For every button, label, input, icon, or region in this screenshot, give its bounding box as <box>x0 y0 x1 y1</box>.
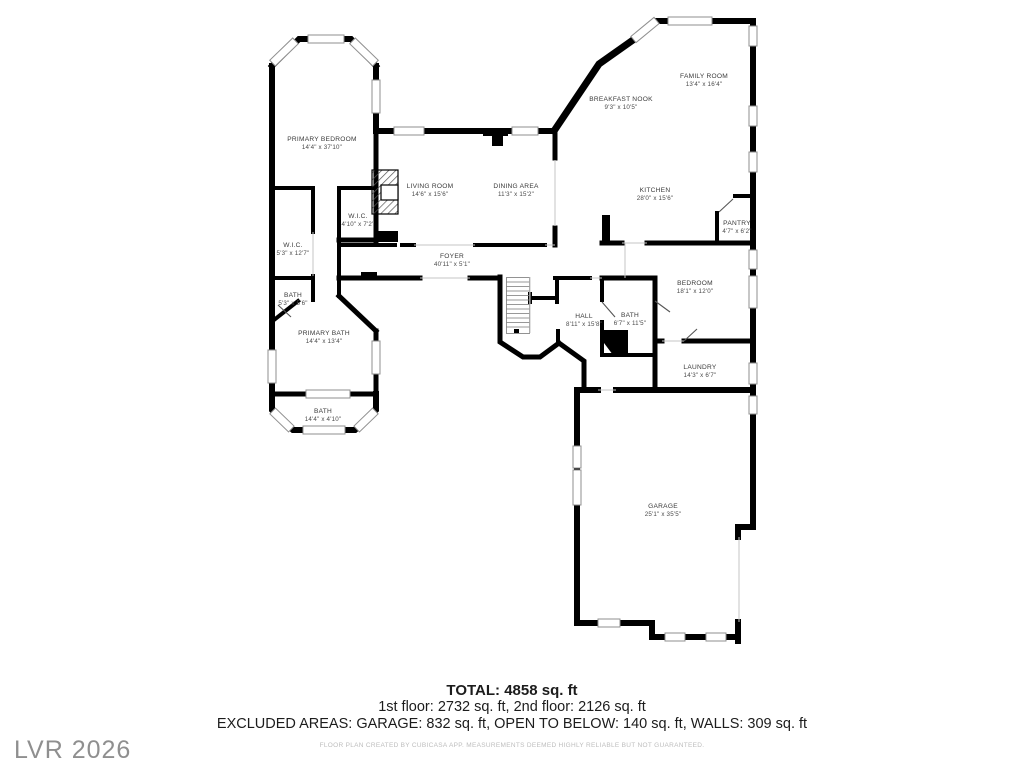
room-label-breakfast-nook: BREAKFAST NOOK <box>589 96 653 103</box>
room-label-kitchen: KITCHEN <box>640 187 671 194</box>
floor-areas: 1st floor: 2732 sq. ft, 2nd floor: 2126 … <box>378 699 646 715</box>
wic-thick-wall <box>374 231 398 242</box>
room-label-living-room: LIVING ROOM <box>407 183 454 190</box>
room-label-hall: HALL <box>575 313 593 320</box>
chimney-stem <box>492 135 503 146</box>
wall-garage-notch <box>735 524 756 540</box>
wall-primarybath-diag <box>335 292 380 335</box>
room-dims-wic-large: 5'3" x 12'7" <box>277 250 310 257</box>
door-swings <box>277 198 734 342</box>
window <box>748 275 758 309</box>
window <box>511 126 539 136</box>
room-dims-family-room: 13'4" x 16'4" <box>686 81 723 88</box>
kitchen-wall-stub <box>602 215 610 243</box>
window <box>307 34 345 44</box>
door-header <box>361 272 377 278</box>
room-label-bath-small: BATH <box>284 292 302 299</box>
room-dims-pantry: 4'7" x 6'2" <box>722 228 751 235</box>
room-dims-garage: 25'1" x 35'5" <box>645 511 682 518</box>
window <box>597 618 621 628</box>
room-dims-hall: 8'11" x 15'8" <box>566 321 602 328</box>
total-area: TOTAL: 4858 sq. ft <box>446 682 578 699</box>
excluded-areas: EXCLUDED AREAS: GARAGE: 832 sq. ft, OPEN… <box>216 716 808 732</box>
window <box>269 407 295 433</box>
window <box>267 349 277 384</box>
room-label-foyer: FOYER <box>440 253 464 260</box>
disclaimer-text: FLOOR PLAN CREATED BY CUBICASA APP. MEAS… <box>319 742 705 749</box>
window <box>667 16 713 26</box>
window <box>572 469 582 506</box>
opening-lines <box>312 160 740 622</box>
wall-stair-bay <box>497 274 587 393</box>
door-pantry <box>718 198 734 213</box>
window <box>664 632 686 642</box>
room-label-primary-bedroom: PRIMARY BEDROOM <box>287 136 356 143</box>
room-dims-bath-hall: 6'7" x 11'5" <box>614 320 646 327</box>
window <box>353 407 379 433</box>
room-label-bath-bay: BATH <box>314 408 332 415</box>
window <box>748 25 758 47</box>
wall-pantry <box>715 194 755 245</box>
room-label-bath-hall: BATH <box>621 312 639 319</box>
room-label-laundry: LAUNDRY <box>683 364 716 371</box>
room-dims-laundry: 14'3" x 6'7" <box>684 372 717 379</box>
room-labels: PRIMARY BEDROOM 14'4" x 37'10" W.I.C. 4'… <box>277 73 752 518</box>
window <box>305 389 351 399</box>
wall-nook-diagonal <box>549 35 638 136</box>
room-dims-living-room: 14'6" x 15'6" <box>412 191 449 198</box>
chimney-top <box>483 128 508 136</box>
room-dims-wic-small: 4'10" x 7'2" <box>342 221 375 228</box>
room-dims-dining-area: 11'3" x 15'2" <box>498 191 534 198</box>
windows <box>267 16 758 642</box>
area-summary: TOTAL: 4858 sq. ft 1st floor: 2732 sq. f… <box>0 682 1024 733</box>
watermark-text: LVR 2026 <box>14 736 132 764</box>
room-dims-kitchen: 28'0" x 15'6" <box>637 195 674 202</box>
room-dims-foyer: 40'11" x 5'1" <box>434 261 470 268</box>
window <box>349 37 379 67</box>
door-bath-small <box>277 304 292 318</box>
window <box>371 340 381 375</box>
room-label-bedroom: BEDROOM <box>677 280 713 287</box>
fireplace <box>371 169 399 215</box>
window <box>630 16 660 44</box>
bath-fixture <box>604 330 628 355</box>
door-bedroom <box>654 300 671 313</box>
room-dims-primary-bedroom: 14'4" x 37'10" <box>302 144 342 151</box>
staircase <box>506 277 530 334</box>
window <box>748 249 758 270</box>
window <box>371 79 381 114</box>
window <box>705 632 727 642</box>
wall-bath-divider-diag <box>271 298 301 323</box>
room-label-dining-area: DINING AREA <box>493 183 539 190</box>
door-bath2 <box>601 301 616 318</box>
door-laundry <box>683 328 698 342</box>
room-dims-breakfast-nook: 9'3" x 10'5" <box>605 104 638 111</box>
room-dims-bath-small: 5'3" x 5'6" <box>278 300 307 307</box>
wall-stair-stubs <box>528 276 560 345</box>
room-dims-bedroom: 18'1" x 12'0" <box>677 288 714 295</box>
room-label-wic-small: W.I.C. <box>348 213 367 220</box>
window <box>302 425 346 435</box>
window <box>748 395 758 415</box>
window <box>748 151 758 173</box>
window <box>748 105 758 127</box>
window <box>572 445 582 469</box>
window <box>269 37 299 67</box>
room-dims-primary-bath: 14'4" x 13'4" <box>306 338 343 345</box>
room-label-family-room: FAMILY ROOM <box>680 73 728 80</box>
room-label-pantry: PANTRY <box>723 220 751 227</box>
room-label-primary-bath: PRIMARY BATH <box>298 330 350 337</box>
window <box>393 126 425 136</box>
room-label-garage: GARAGE <box>648 503 678 510</box>
room-label-wic-large: W.I.C. <box>283 242 302 249</box>
window <box>748 362 758 385</box>
room-dims-bath-bay: 14'4" x 4'10" <box>305 416 342 423</box>
